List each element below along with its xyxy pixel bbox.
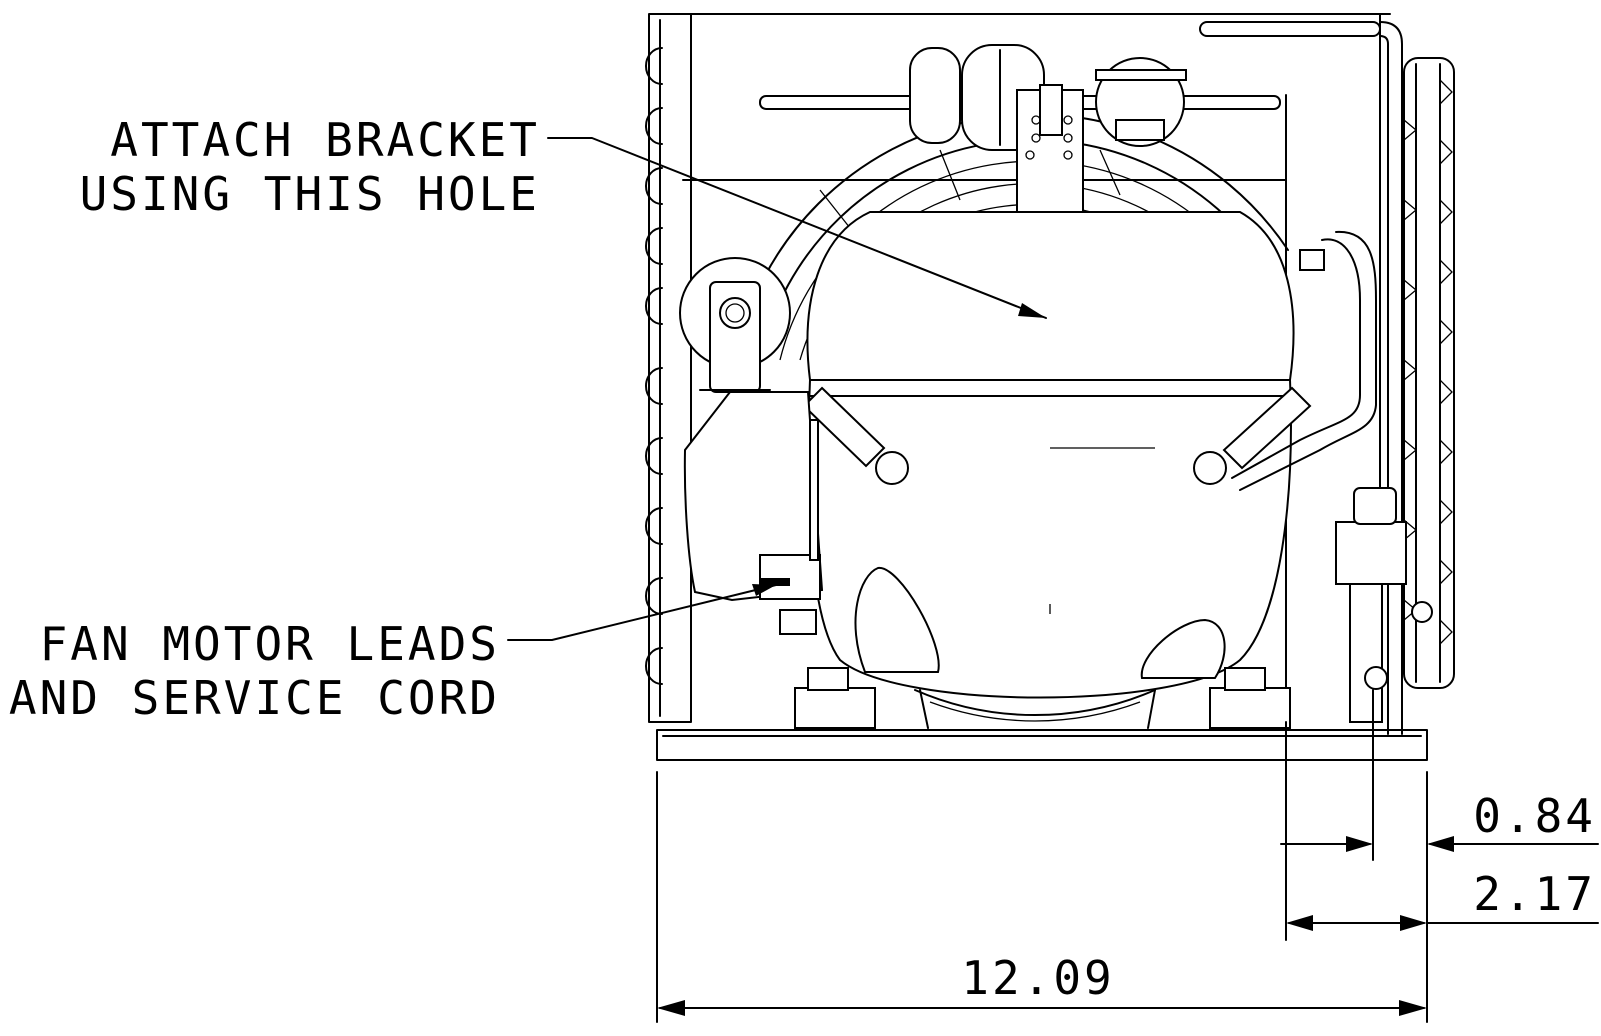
fan-motor-bracket <box>679 257 791 393</box>
service-valve <box>1095 57 1187 147</box>
dimension-lines <box>656 689 1599 1023</box>
electrical-box <box>683 391 824 635</box>
attach-bracket-label-1: ATTACH BRACKET <box>110 113 540 167</box>
offset-large-dimension-label: 2.17 <box>1473 867 1596 921</box>
compressor <box>802 211 1312 699</box>
fan-motor-leader <box>507 584 777 641</box>
attach-bracket-label-2: USING THIS HOLE <box>80 167 540 221</box>
fan-motor-label-1: FAN MOTOR LEADS <box>40 617 500 671</box>
right-condenser-coil <box>1403 57 1455 689</box>
attach-bracket-callout: ATTACH BRACKET USING THIS HOLE <box>80 113 540 221</box>
fan-motor-callout: FAN MOTOR LEADS AND SERVICE CORD <box>9 617 500 725</box>
attach-bracket-leader <box>547 137 1047 319</box>
left-condenser-coil <box>645 13 692 723</box>
cabinet-frame <box>682 13 1391 723</box>
offset-small-dimension-label: 0.84 <box>1473 789 1596 843</box>
width-dimension-label: 12.09 <box>961 951 1114 1005</box>
fan-motor-label-2: AND SERVICE CORD <box>9 671 500 725</box>
discharge-fitting <box>1231 230 1433 723</box>
base-plate <box>656 667 1428 761</box>
